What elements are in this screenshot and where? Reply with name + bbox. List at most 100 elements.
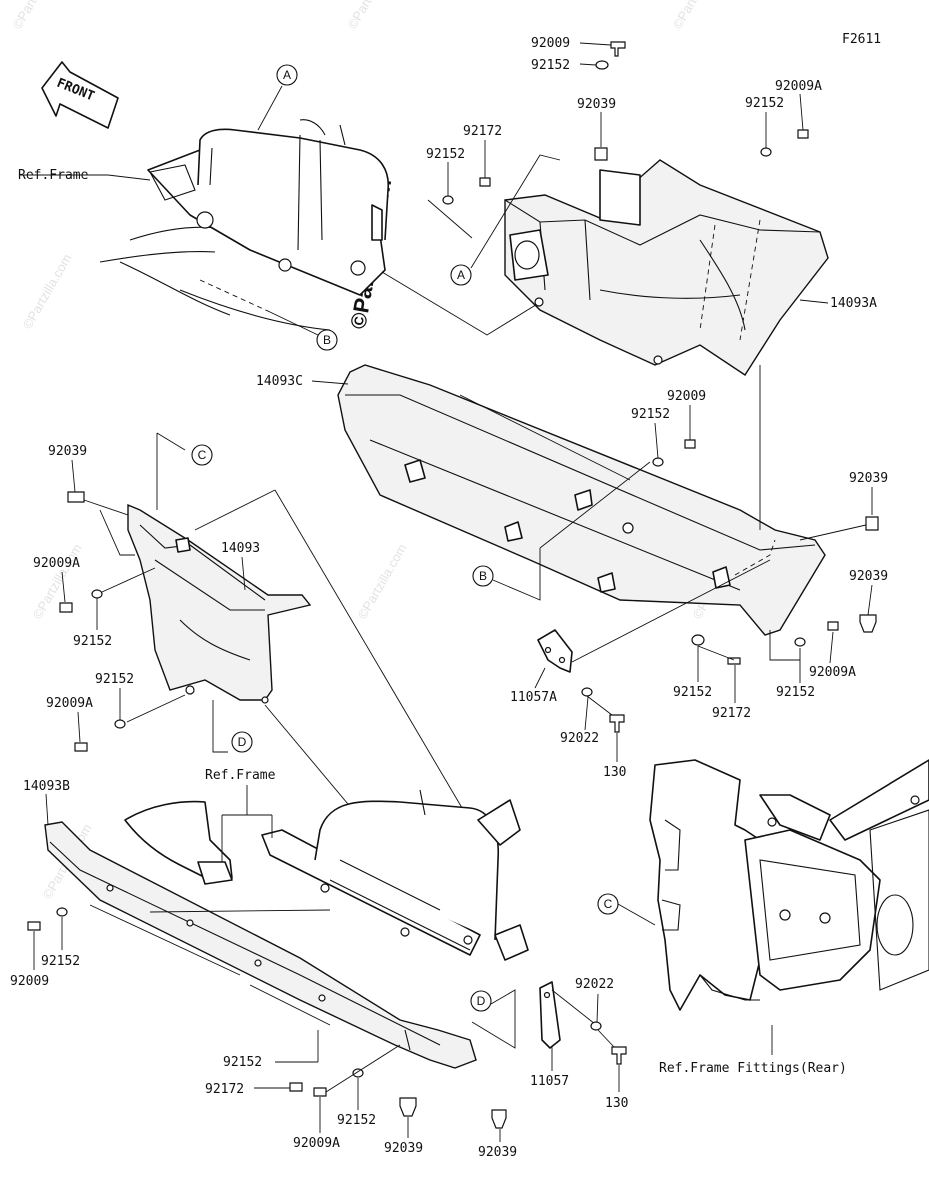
part-14093A: 14093A bbox=[830, 296, 877, 311]
part-14093C bbox=[337, 364, 826, 636]
callout-b bbox=[316, 329, 338, 351]
washer-icon bbox=[352, 1068, 364, 1078]
part-92172: 92172 bbox=[712, 706, 751, 721]
watermark-text: ©Partzilla.com bbox=[670, 0, 725, 32]
push-rivet-icon bbox=[491, 1109, 507, 1129]
callout-c bbox=[191, 444, 213, 466]
ref-frame-fittings-label: Ref.Frame Fittings(Rear) bbox=[659, 1061, 847, 1076]
watermark-text: ©Partzilla.com bbox=[345, 0, 400, 32]
watermark-text: ©Partzilla.com bbox=[20, 251, 75, 331]
washer-icon bbox=[691, 634, 705, 646]
part-92152: 92152 bbox=[337, 1113, 376, 1128]
part-92152: 92152 bbox=[73, 634, 112, 649]
part-92152: 92152 bbox=[631, 407, 670, 422]
watermark-text: ©Partzilla.com bbox=[30, 541, 85, 621]
bolt-icon bbox=[609, 714, 625, 733]
part-92039: 92039 bbox=[384, 1141, 423, 1156]
washer-icon bbox=[760, 147, 772, 157]
part-92152: 92152 bbox=[531, 58, 570, 73]
bolt-icon bbox=[727, 657, 741, 665]
part-92152: 92152 bbox=[745, 96, 784, 111]
push-rivet-icon bbox=[859, 614, 877, 633]
fittings-side-panel bbox=[649, 759, 766, 1011]
callout-a2 bbox=[450, 264, 472, 286]
callout-c2-label: C bbox=[604, 897, 613, 911]
callout-d2 bbox=[470, 990, 492, 1012]
ref-frame-mid-assembly bbox=[124, 789, 529, 961]
part-92009: 92009 bbox=[531, 36, 570, 51]
push-rivet-icon bbox=[399, 1097, 417, 1117]
ref-frame-fittings-rear bbox=[649, 759, 929, 1011]
bolt-icon bbox=[313, 1087, 327, 1097]
part-92152: 92152 bbox=[776, 685, 815, 700]
bracket-11057 bbox=[539, 981, 561, 1049]
bolt-icon bbox=[611, 1046, 627, 1065]
ref-frame-top-label: Ref.Frame bbox=[18, 168, 89, 183]
part-92152: 92152 bbox=[95, 672, 134, 687]
watermark-text: ©Partzilla.com bbox=[10, 0, 65, 32]
part-92152: 92152 bbox=[426, 147, 465, 162]
part-92152: 92152 bbox=[41, 954, 80, 969]
washer-icon bbox=[581, 687, 593, 697]
bolt-icon bbox=[59, 602, 73, 613]
bolt-icon bbox=[610, 41, 626, 57]
part-92009: 92009 bbox=[10, 974, 49, 989]
figure-code: F2611 bbox=[842, 32, 881, 47]
washer-icon bbox=[652, 457, 664, 467]
bracket-11057A bbox=[537, 629, 573, 673]
washer-icon bbox=[56, 907, 68, 917]
bolt-icon bbox=[479, 177, 491, 187]
cover-14093A-body bbox=[504, 159, 829, 376]
bolt-icon bbox=[684, 439, 696, 449]
part-130: 130 bbox=[603, 765, 626, 780]
washer-icon bbox=[590, 1021, 602, 1031]
part-92009A: 92009A bbox=[775, 79, 822, 94]
part-92009: 92009 bbox=[667, 389, 706, 404]
front-arrow: FRONT bbox=[41, 61, 119, 129]
callout-b2 bbox=[472, 565, 494, 587]
ref-frame-mid-label: Ref.Frame bbox=[205, 768, 276, 783]
rivet-icon bbox=[594, 147, 608, 161]
callout-a2-label: A bbox=[457, 268, 465, 282]
part-14093B bbox=[44, 821, 477, 1069]
part-92039: 92039 bbox=[48, 444, 87, 459]
part-92172: 92172 bbox=[205, 1082, 244, 1097]
part-92039: 92039 bbox=[577, 97, 616, 112]
callout-b-label: B bbox=[323, 333, 331, 347]
part-11057A: 11057A bbox=[510, 690, 557, 705]
part-14093: 14093 bbox=[221, 541, 260, 556]
washer-icon bbox=[114, 719, 126, 729]
watermark-text: ©Partzilla.com bbox=[355, 541, 410, 621]
callout-a-label: A bbox=[283, 68, 291, 82]
bracket-11057-body bbox=[539, 981, 561, 1049]
part-92039: 92039 bbox=[849, 569, 888, 584]
rivet-icon bbox=[865, 516, 879, 531]
washer-icon bbox=[595, 60, 609, 70]
leader-ref-frame-top bbox=[20, 174, 151, 181]
part-92022: 92022 bbox=[575, 977, 614, 992]
part-14093A bbox=[504, 159, 829, 376]
part-14093C: 14093C bbox=[256, 374, 303, 389]
rivet-icon bbox=[67, 491, 85, 503]
part-92009A: 92009A bbox=[293, 1136, 340, 1151]
washer-icon bbox=[91, 589, 103, 599]
callout-c-label: C bbox=[198, 448, 207, 462]
part-92022: 92022 bbox=[560, 731, 599, 746]
part-92009A: 92009A bbox=[46, 696, 93, 711]
bolt-icon bbox=[27, 921, 41, 931]
part-92039: 92039 bbox=[849, 471, 888, 486]
callout-b2-label: B bbox=[479, 569, 487, 583]
fittings-floor bbox=[744, 829, 881, 991]
callout-d bbox=[231, 731, 253, 753]
panel-14093B-body bbox=[44, 821, 477, 1069]
bracket-11057A-body bbox=[537, 629, 573, 673]
part-92039: 92039 bbox=[478, 1145, 517, 1160]
washer-icon bbox=[794, 637, 806, 647]
callout-d2-label: D bbox=[477, 994, 486, 1008]
part-130: 130 bbox=[605, 1096, 628, 1111]
bolt-icon bbox=[74, 742, 88, 752]
bolt-icon bbox=[827, 621, 839, 631]
part-14093 bbox=[127, 503, 312, 704]
part-92152: 92152 bbox=[223, 1055, 262, 1070]
